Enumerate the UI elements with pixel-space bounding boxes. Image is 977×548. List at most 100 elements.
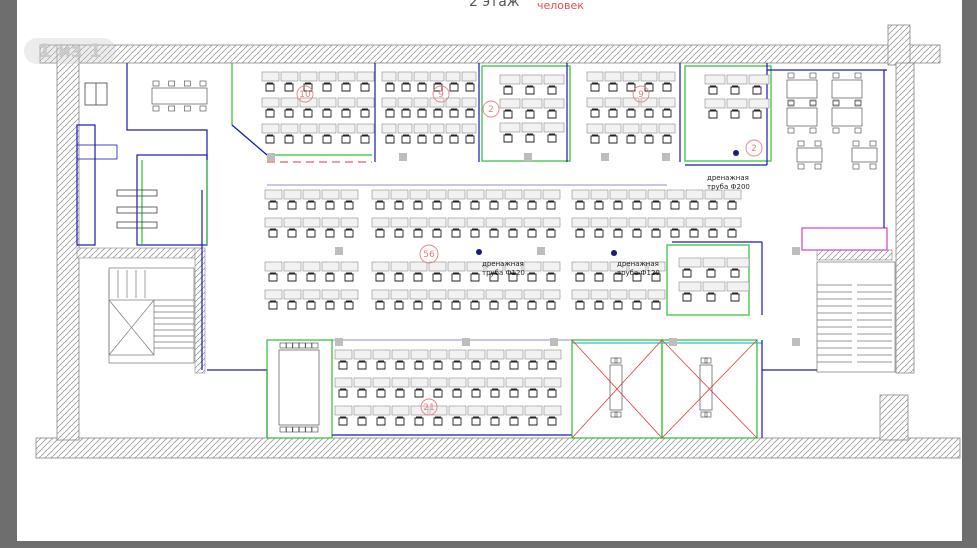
workstation <box>628 289 647 310</box>
workstation <box>413 97 429 118</box>
column <box>399 153 407 161</box>
workstation <box>413 71 429 92</box>
count-room-c: 2 <box>488 105 494 115</box>
workstation <box>504 189 523 210</box>
workstation <box>334 405 353 426</box>
workstation <box>622 71 640 92</box>
workstation <box>467 377 486 398</box>
workstation <box>647 189 666 210</box>
workstation <box>586 123 604 144</box>
workstation <box>429 123 445 144</box>
workstation <box>499 98 521 119</box>
workstation <box>372 349 391 370</box>
workstation <box>264 189 283 210</box>
workstation <box>391 405 410 426</box>
workstation <box>429 377 448 398</box>
workstation <box>666 217 685 238</box>
meeting-table <box>609 357 623 418</box>
workstation <box>428 189 447 210</box>
workstation <box>381 97 397 118</box>
workstation <box>609 189 628 210</box>
workstation <box>702 257 726 278</box>
count-room-e: 2 <box>751 144 757 154</box>
workstations <box>261 71 770 426</box>
workstation <box>428 261 447 282</box>
drain-label-2a: дренажная <box>482 260 524 268</box>
workstation <box>410 377 429 398</box>
workstation <box>321 189 340 210</box>
workstation <box>283 217 302 238</box>
workstation <box>485 289 504 310</box>
workstation <box>467 405 486 426</box>
workstation <box>748 74 770 95</box>
workstation <box>391 377 410 398</box>
workstation <box>466 189 485 210</box>
column <box>550 338 558 346</box>
workstation <box>356 71 375 92</box>
workstation <box>261 123 280 144</box>
workstation <box>609 261 628 282</box>
workstation <box>622 123 640 144</box>
workstation <box>678 281 702 302</box>
meeting-table <box>786 72 818 106</box>
workstation <box>521 98 543 119</box>
column <box>524 153 532 161</box>
workstation <box>280 97 299 118</box>
workstation <box>428 217 447 238</box>
workstation <box>467 349 486 370</box>
workstation <box>723 217 742 238</box>
workstation <box>748 98 770 119</box>
workstation <box>318 123 337 144</box>
column <box>792 338 800 346</box>
workstation <box>647 289 666 310</box>
workstation <box>486 349 505 370</box>
workstation <box>356 97 375 118</box>
workstation <box>409 217 428 238</box>
workstation <box>353 405 372 426</box>
workstation <box>486 405 505 426</box>
workstation <box>640 97 658 118</box>
page-indicator[interactable]: 1 из 1 <box>24 38 117 64</box>
workstation <box>485 261 504 282</box>
workstation <box>543 98 565 119</box>
workstation <box>666 189 685 210</box>
workstation <box>504 217 523 238</box>
workstation <box>413 123 429 144</box>
workstation <box>318 71 337 92</box>
drain-label-1b: труба Ф200 <box>707 183 750 191</box>
workstation <box>628 217 647 238</box>
count-room-b: 9 <box>438 90 444 100</box>
column <box>267 153 275 161</box>
partitions <box>76 63 888 439</box>
workstation <box>448 349 467 370</box>
workstation <box>447 289 466 310</box>
workstation <box>571 217 590 238</box>
workstation <box>685 217 704 238</box>
workstation <box>410 349 429 370</box>
meeting-table <box>831 72 863 106</box>
workstation <box>340 261 359 282</box>
workstation <box>302 289 321 310</box>
workstation <box>658 71 676 92</box>
workstation <box>356 123 375 144</box>
workstation <box>371 217 390 238</box>
workstation <box>390 189 409 210</box>
workstation <box>264 217 283 238</box>
workstation <box>723 189 742 210</box>
drawing-page: 2 этаж человек <box>17 0 962 541</box>
workstation <box>390 289 409 310</box>
meeting-table <box>796 140 823 170</box>
workstation <box>371 261 390 282</box>
workstation <box>485 189 504 210</box>
workstation <box>397 123 413 144</box>
drain-label-3a: дренажная <box>617 260 659 268</box>
column <box>662 153 670 161</box>
workstation <box>524 405 543 426</box>
workstation <box>609 289 628 310</box>
workstation <box>371 289 390 310</box>
workstation <box>261 71 280 92</box>
workstation <box>409 189 428 210</box>
workstation <box>445 71 461 92</box>
column <box>462 338 470 346</box>
workstation <box>429 349 448 370</box>
